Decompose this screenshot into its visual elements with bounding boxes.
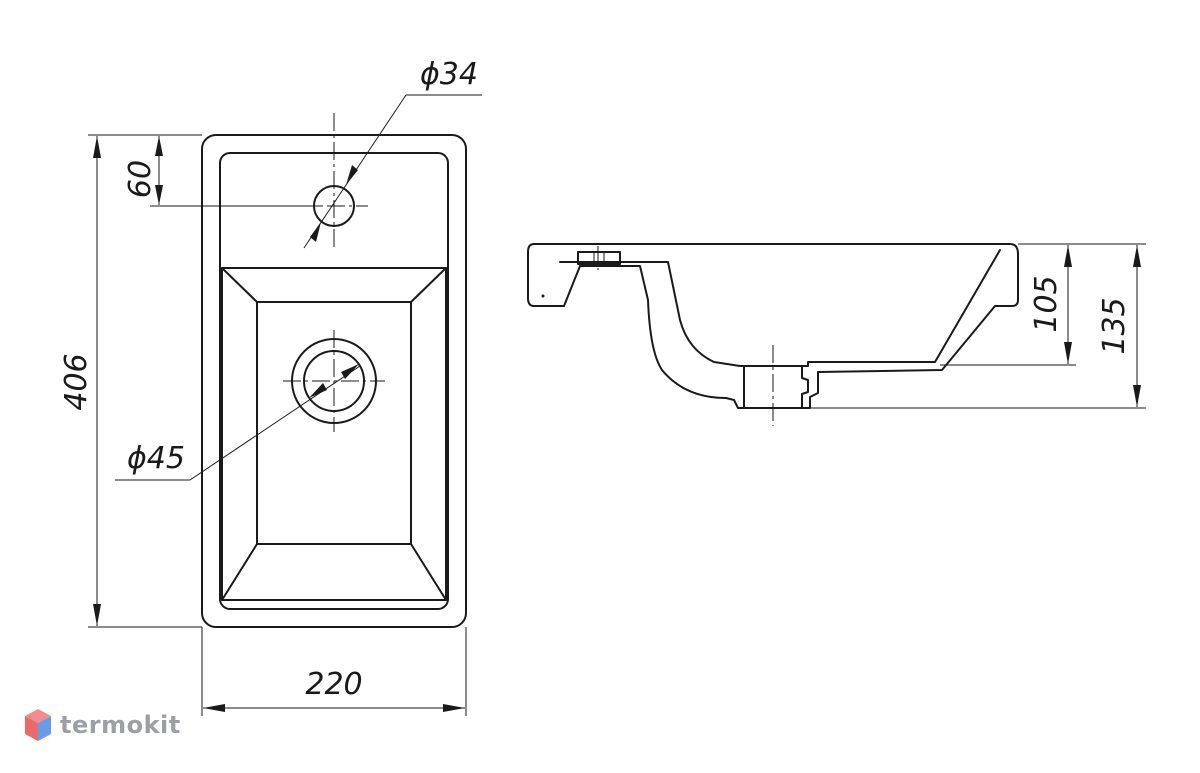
bowl-slope-line bbox=[221, 543, 258, 601]
bowl-slope-line bbox=[410, 543, 447, 601]
bowl-slope-line bbox=[410, 267, 447, 303]
arrowhead bbox=[346, 165, 358, 185]
dimension-label-105: 105 bbox=[1029, 275, 1064, 332]
dimension-label-406: 406 bbox=[59, 353, 94, 410]
arrowhead bbox=[341, 364, 359, 379]
brand-logo: termokit bbox=[24, 708, 181, 742]
side-view-dimensions: 105 135 bbox=[810, 243, 1146, 409]
arrowhead bbox=[1133, 245, 1141, 267]
bowl-top-outline bbox=[221, 267, 447, 601]
arrowhead bbox=[1064, 245, 1072, 267]
dimension-label-220: 220 bbox=[305, 667, 362, 702]
arrowhead bbox=[310, 222, 321, 242]
arrowhead bbox=[1064, 342, 1072, 364]
leader-line-phi45 bbox=[189, 365, 361, 481]
arrowhead bbox=[93, 136, 101, 158]
top-view-dimensions: 406 60 220 ϕ34 ϕ45 bbox=[59, 57, 482, 716]
bowl-bottom-outline bbox=[256, 301, 412, 545]
dimension-label-phi34: ϕ34 bbox=[420, 57, 478, 92]
side-view bbox=[527, 243, 1019, 426]
brand-name: termokit bbox=[60, 711, 181, 739]
bowl-inner-profile bbox=[559, 249, 1001, 367]
cube-icon bbox=[25, 709, 51, 741]
sink-section-profile bbox=[527, 243, 1019, 409]
arrowhead bbox=[1133, 385, 1141, 407]
dimension-label-135: 135 bbox=[1097, 297, 1132, 354]
small-mark bbox=[541, 294, 545, 298]
dimension-label-60: 60 bbox=[123, 160, 158, 198]
arrowhead bbox=[155, 136, 163, 156]
mounting-insert bbox=[577, 251, 621, 265]
arrowhead bbox=[443, 704, 465, 712]
top-view bbox=[201, 113, 467, 628]
arrowhead bbox=[309, 383, 327, 398]
drain-neck bbox=[743, 365, 809, 409]
bowl-slope-line bbox=[221, 267, 258, 303]
dimension-label-phi45: ϕ45 bbox=[127, 441, 185, 476]
arrowhead bbox=[155, 185, 163, 205]
arrowhead bbox=[203, 704, 225, 712]
arrowhead bbox=[93, 604, 101, 626]
